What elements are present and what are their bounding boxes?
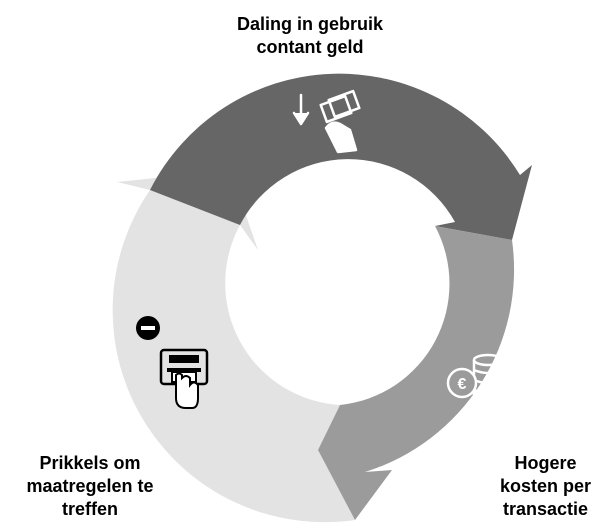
stage-label-line: maatregelen te xyxy=(26,476,154,496)
stage-label-line: kosten per xyxy=(499,476,592,496)
euro-coins-up-icon: € xyxy=(446,328,528,399)
stage-label-line: Hogere xyxy=(514,453,577,473)
stage-label-line: Prikkels om xyxy=(39,453,141,473)
cycle-arrow-higher-costs xyxy=(318,226,515,520)
stage-label-line: treffen xyxy=(61,499,118,519)
stage-label-incentives: Prikkels om maatregelen te treffen xyxy=(0,452,180,521)
stage-label-higher-costs: Hogere kosten per transactie xyxy=(488,452,603,521)
stage-label-line: contant geld xyxy=(256,37,364,57)
cash-down-icon xyxy=(292,89,361,154)
stage-label-decline-cash: Daling in gebruik contant geld xyxy=(200,13,420,59)
svg-text:€: € xyxy=(458,376,467,393)
cycle-arrow-incentives xyxy=(112,170,355,523)
stage-label-line: Daling in gebruik xyxy=(236,14,383,34)
stage-label-line: transactie xyxy=(502,499,589,519)
cycle-arrow-decline-cash xyxy=(150,73,532,240)
atm-minus-icon xyxy=(136,316,209,409)
